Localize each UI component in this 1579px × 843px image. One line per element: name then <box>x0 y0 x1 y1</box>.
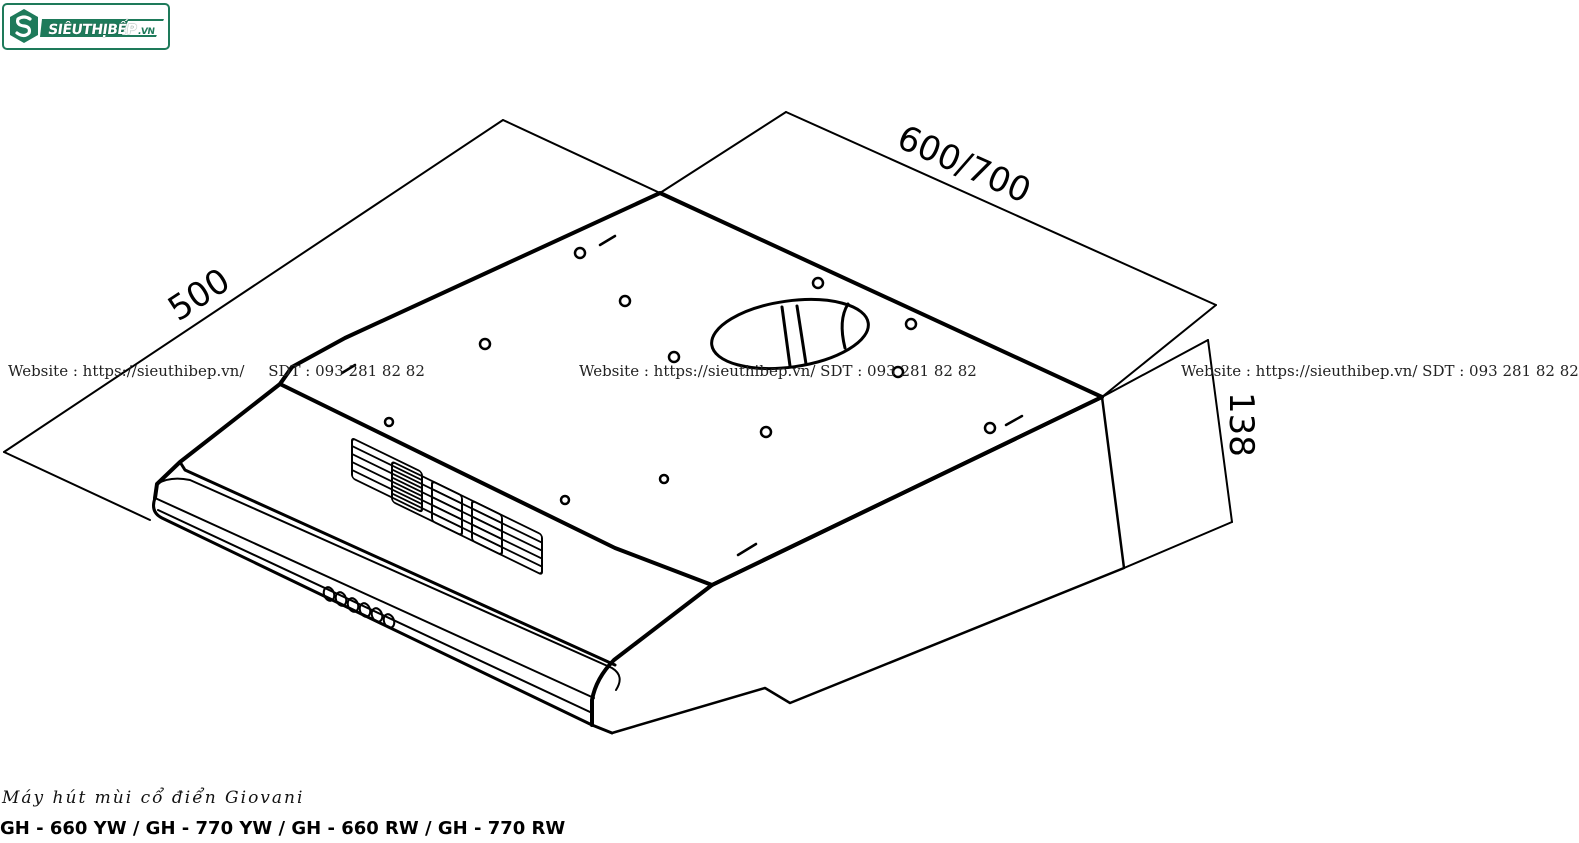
watermark-text: Website : https://sieuthibep.vn/ SDT : 0… <box>1181 362 1579 380</box>
range-hood-drawing: 500 600/700 138 <box>3 111 1261 735</box>
depth-dimension-lines <box>3 119 661 521</box>
height-label: 138 <box>1221 392 1261 457</box>
watermark-text: Website : https://sieuthibep.vn/ SDT : 0… <box>579 362 977 380</box>
product-models: GH - 660 YW / GH - 770 YW / GH - 660 RW … <box>0 818 566 839</box>
hood-fascia-lines-3 <box>157 509 591 713</box>
hood-front-bottom <box>152 496 614 735</box>
hood-fascia-top <box>178 460 617 667</box>
hood-fascia-lines <box>156 477 621 691</box>
logo: SIÊUTHỊBẾP.VN <box>2 3 170 50</box>
vent-grille <box>351 438 543 575</box>
hood-fascia-lines-2 <box>154 497 595 699</box>
product-title: Máy hút mùi cổ điển Giovani <box>2 788 305 808</box>
width-dimension-lines <box>659 111 1217 398</box>
width-label: 600/700 <box>891 118 1036 212</box>
watermark-text: Website : https://sieuthibep.vn/ SDT : 0… <box>8 362 425 380</box>
logo-graphic <box>10 9 164 43</box>
hood-front-corner <box>590 583 714 727</box>
hood-top-panel <box>278 191 1104 587</box>
height-dimension-lines <box>1101 339 1233 569</box>
depth-label: 500 <box>161 261 237 330</box>
hood-right-side <box>610 395 1126 735</box>
product-drawing-page: SIÊUTHỊBẾP.VN 500 600/700 138 <box>0 3 1579 839</box>
mounting-holes <box>340 234 1024 557</box>
control-buttons <box>322 586 396 629</box>
exhaust-opening <box>710 298 870 370</box>
hood-right-edge <box>710 395 1104 587</box>
